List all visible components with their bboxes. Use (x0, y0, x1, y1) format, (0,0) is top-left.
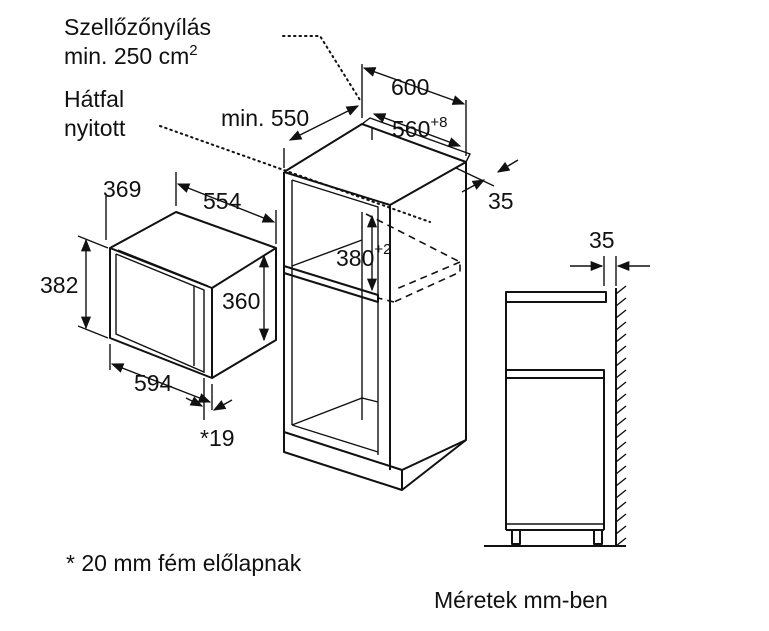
cabinet-drawing (159, 35, 471, 491)
dim-560: 560+8 (392, 114, 447, 142)
dim-360: 360 (222, 288, 260, 314)
dim-19: *19 (200, 425, 235, 451)
dim-600: 600 (391, 74, 429, 100)
microwave-drawing (109, 211, 277, 379)
ventilation-label-line2: min. 250 cm2 (64, 42, 198, 69)
dim-380: 380+2 (336, 241, 391, 271)
backwall-label-line2: nyitott (64, 115, 126, 141)
microwave-dimensions (77, 172, 277, 420)
ventilation-label-line1: Szellőzőnyílás (64, 14, 211, 40)
side-view-dimensions (570, 256, 650, 286)
backwall-label-line1: Hátfal (64, 86, 124, 112)
dim-594: 594 (134, 370, 173, 396)
dim-369: 369 (103, 176, 141, 202)
footnote: * 20 mm fém előlapnak (66, 550, 302, 576)
units-note: Méretek mm-ben (434, 587, 608, 613)
dim-35-side: 35 (589, 227, 615, 253)
dim-382: 382 (40, 272, 78, 298)
side-view-drawing (484, 285, 627, 547)
cabinet-dimensions (283, 64, 519, 292)
dim-35-top: 35 (488, 188, 514, 214)
dim-min550: min. 550 (221, 105, 309, 131)
dim-554: 554 (203, 188, 242, 214)
